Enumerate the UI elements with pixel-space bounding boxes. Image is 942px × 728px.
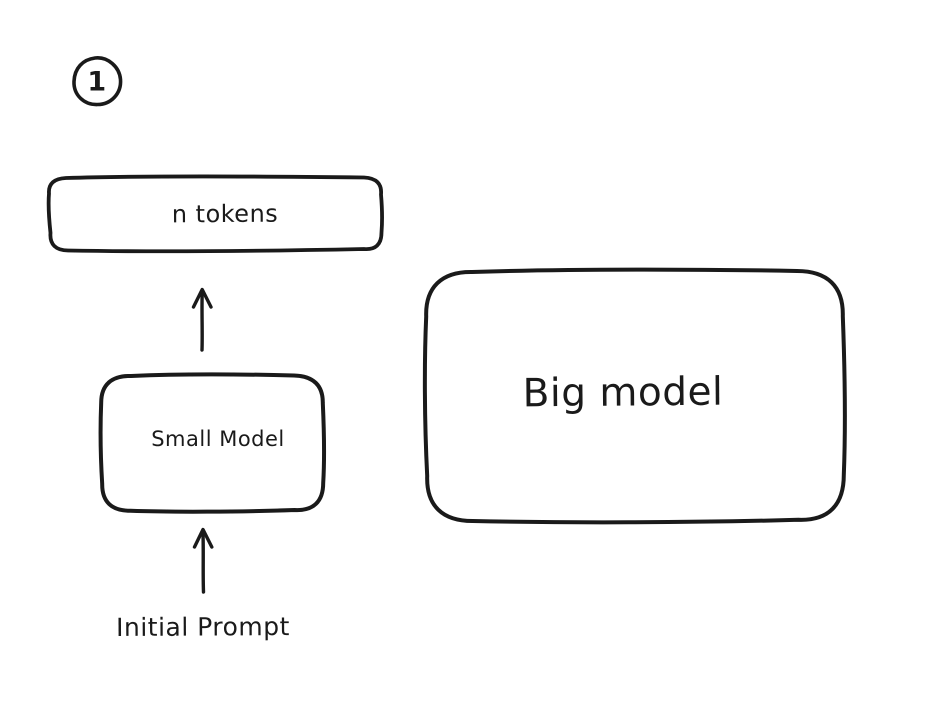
big-model-box: [422, 267, 847, 525]
arrow-initial-prompt-to-small-model-icon: [192, 527, 214, 594]
step-badge-circle-icon: [72, 56, 123, 107]
arrow-small-model-to-n-tokens-icon: [191, 287, 213, 352]
step-badge-number: 1: [87, 66, 107, 98]
n-tokens-box-label: n tokens: [171, 199, 279, 229]
small-model-box: [98, 372, 327, 514]
n-tokens-box: [46, 174, 384, 254]
big-model-box-label: Big model: [522, 369, 724, 417]
initial-prompt-label: Initial Prompt: [116, 612, 290, 642]
small-model-box-label: Small Model: [151, 427, 285, 451]
